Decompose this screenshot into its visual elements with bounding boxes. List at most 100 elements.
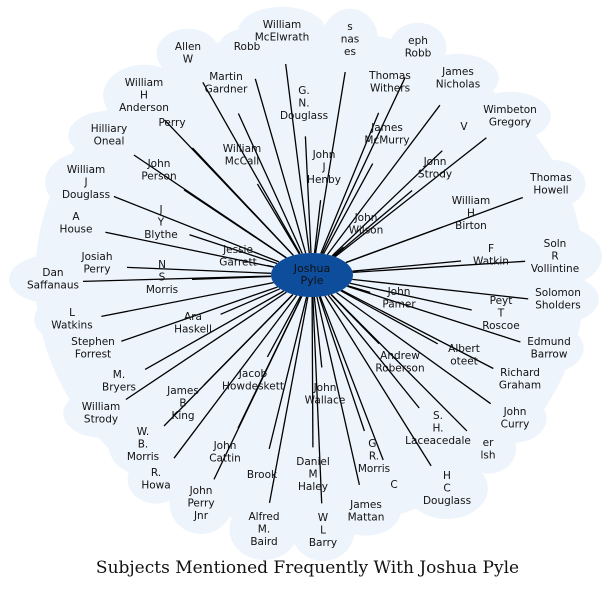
node-label-s-h-laceacedale[interactable]: S.H.Laceacedale [405, 410, 471, 447]
node-label-line: Garrett [219, 256, 256, 268]
edge-robb [254, 78, 307, 254]
node-label-line: Douglass [280, 110, 328, 122]
node-label-perry[interactable]: Perry [158, 117, 185, 129]
edge-jessie-garrett [267, 264, 275, 268]
node-label-line: Martin [209, 71, 243, 83]
edge-martin-gardner [237, 113, 303, 254]
edge-g-n-douglass [304, 136, 312, 254]
node-label-line: W. [137, 426, 150, 438]
node-label-v-partial[interactable]: V [460, 121, 468, 133]
node-halo-brook [230, 456, 294, 494]
node-label-line: Vollintine [531, 263, 579, 275]
node-label-line: S. [433, 410, 443, 422]
center-node-ellipse[interactable] [271, 253, 353, 297]
node-label-line: N [158, 259, 166, 271]
node-label-line: Roberson [375, 362, 424, 374]
node-label-line: H [467, 207, 475, 219]
node-label-line: Bryers [102, 381, 136, 393]
node-label-line: Wimbeton [483, 104, 537, 116]
node-label-m-bryers[interactable]: M.Bryers [102, 369, 136, 393]
node-label-r-howard[interactable]: R.Howa [141, 467, 170, 491]
node-halo-perry [140, 104, 204, 142]
edge-v-partial [331, 150, 443, 257]
edge-john-wallace [313, 296, 323, 368]
node-label-g-r-morris[interactable]: G.R.Morris [358, 438, 390, 475]
node-label-c-partial[interactable]: C [390, 479, 397, 491]
node-label-line: William [452, 195, 490, 207]
node-label-w-b-morris[interactable]: W.B.Morris [127, 426, 159, 463]
node-label-line: Jnr [193, 510, 209, 522]
node-label-line: House [60, 223, 93, 235]
node-label-line: W [183, 53, 194, 65]
node-label-g-n-douglass[interactable]: G.N.Douglass [280, 85, 328, 122]
node-label-line: Peyt [490, 295, 513, 307]
node-label-robb[interactable]: Robb [234, 41, 261, 53]
node-label-line: Barry [309, 537, 337, 549]
node-halo-john-person [124, 145, 194, 195]
edge-soln-r-vollintine [352, 260, 526, 274]
edge-richard-graham [341, 289, 494, 370]
node-label-line: Douglass [62, 189, 110, 201]
node-label-line: eph [408, 35, 428, 47]
edge-j-y-blythe [189, 234, 278, 265]
node-label-line: Person [141, 170, 176, 182]
node-label-line: John [423, 156, 447, 168]
node-label-line: Sholders [535, 299, 581, 311]
node-label-brook[interactable]: Brook [247, 469, 278, 481]
node-label-line: Saffanaus [27, 279, 79, 291]
